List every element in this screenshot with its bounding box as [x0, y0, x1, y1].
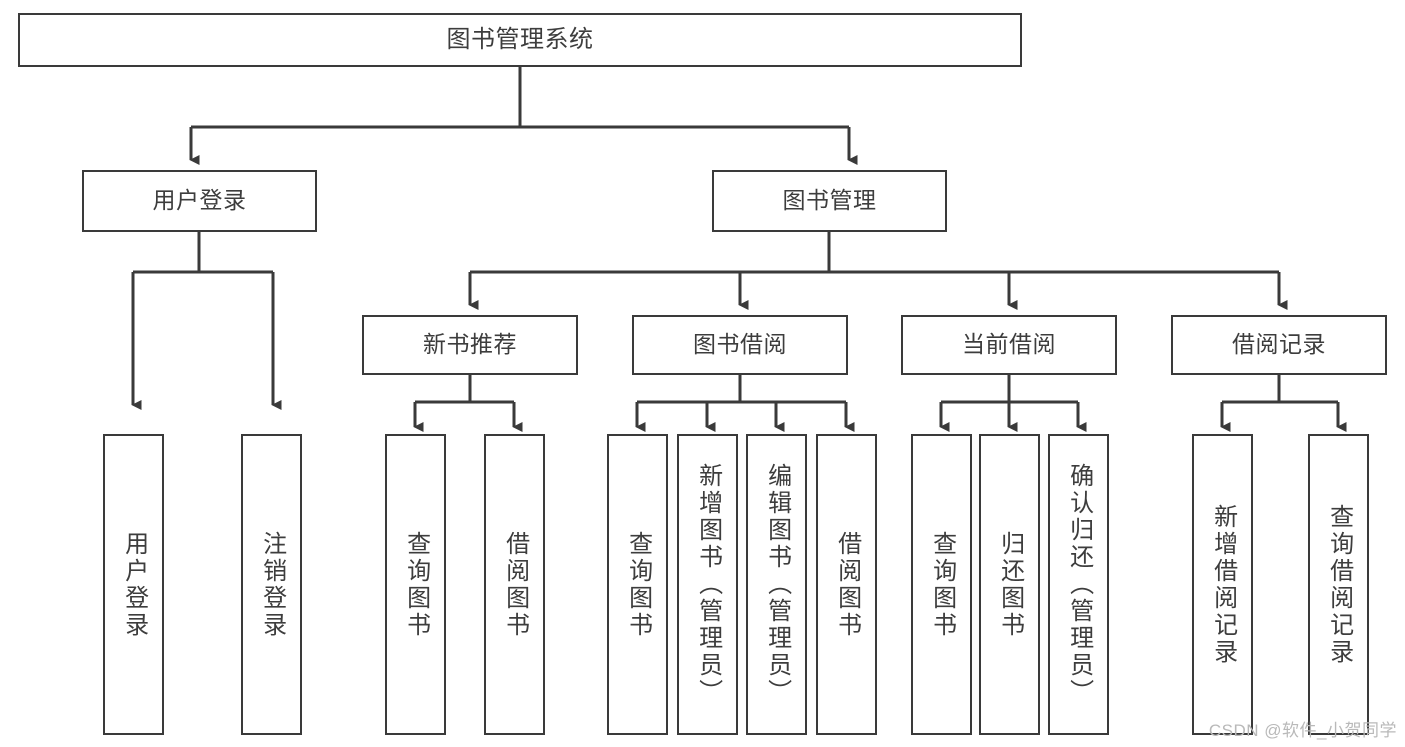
node-root-system[interactable]: 图书管理系统: [18, 13, 1022, 67]
node-label: 新增借阅记录: [1209, 503, 1237, 666]
node-label: 图书管理: [782, 187, 877, 214]
node-label: 用户登录: [120, 530, 148, 639]
leaf-borrow-book[interactable]: 借阅图书: [816, 434, 877, 735]
leaf-query-book-borrow[interactable]: 查询图书: [607, 434, 668, 735]
node-label: 查询图书: [928, 530, 956, 639]
node-label: 注销登录: [258, 530, 286, 639]
node-label: 查询图书: [402, 530, 430, 639]
leaf-return-book[interactable]: 归还图书: [979, 434, 1040, 735]
node-label: 借阅记录: [1232, 331, 1326, 358]
csdn-watermark: CSDN @软件_小贺同学: [1208, 721, 1397, 740]
node-label: 用户登录: [152, 187, 247, 214]
node-new-book-recommend[interactable]: 新书推荐: [362, 315, 578, 375]
leaf-add-borrow-record[interactable]: 新增借阅记录: [1192, 434, 1253, 735]
node-label: 确认归还（管理员）: [1065, 463, 1093, 706]
leaf-confirm-return-admin[interactable]: 确认归还（管理员）: [1048, 434, 1109, 735]
node-user-login[interactable]: 用户登录: [82, 170, 317, 232]
node-label: 新书推荐: [423, 331, 517, 358]
node-label: 查询借阅记录: [1325, 503, 1353, 666]
leaf-logout[interactable]: 注销登录: [241, 434, 302, 735]
node-borrow-record[interactable]: 借阅记录: [1171, 315, 1387, 375]
leaf-borrow-book-new[interactable]: 借阅图书: [484, 434, 545, 735]
leaf-query-book-current[interactable]: 查询图书: [911, 434, 972, 735]
leaf-user-login[interactable]: 用户登录: [103, 434, 164, 735]
node-label: 编辑图书（管理员）: [763, 463, 791, 706]
node-book-borrow[interactable]: 图书借阅: [632, 315, 848, 375]
node-label: 借阅图书: [833, 530, 861, 639]
node-label: 归还图书: [996, 530, 1024, 639]
leaf-query-book-new[interactable]: 查询图书: [385, 434, 446, 735]
leaf-query-borrow-record[interactable]: 查询借阅记录: [1308, 434, 1369, 735]
node-current-borrow[interactable]: 当前借阅: [901, 315, 1117, 375]
leaf-add-book-admin[interactable]: 新增图书（管理员）: [677, 434, 738, 735]
node-label: 新增图书（管理员）: [694, 463, 722, 706]
node-label: 图书管理系统: [446, 25, 594, 53]
leaf-edit-book-admin[interactable]: 编辑图书（管理员）: [746, 434, 807, 735]
node-label: 借阅图书: [501, 530, 529, 639]
node-label: 图书借阅: [693, 331, 787, 358]
node-book-management[interactable]: 图书管理: [712, 170, 947, 232]
node-label: 当前借阅: [962, 331, 1056, 358]
node-label: 查询图书: [624, 530, 652, 639]
